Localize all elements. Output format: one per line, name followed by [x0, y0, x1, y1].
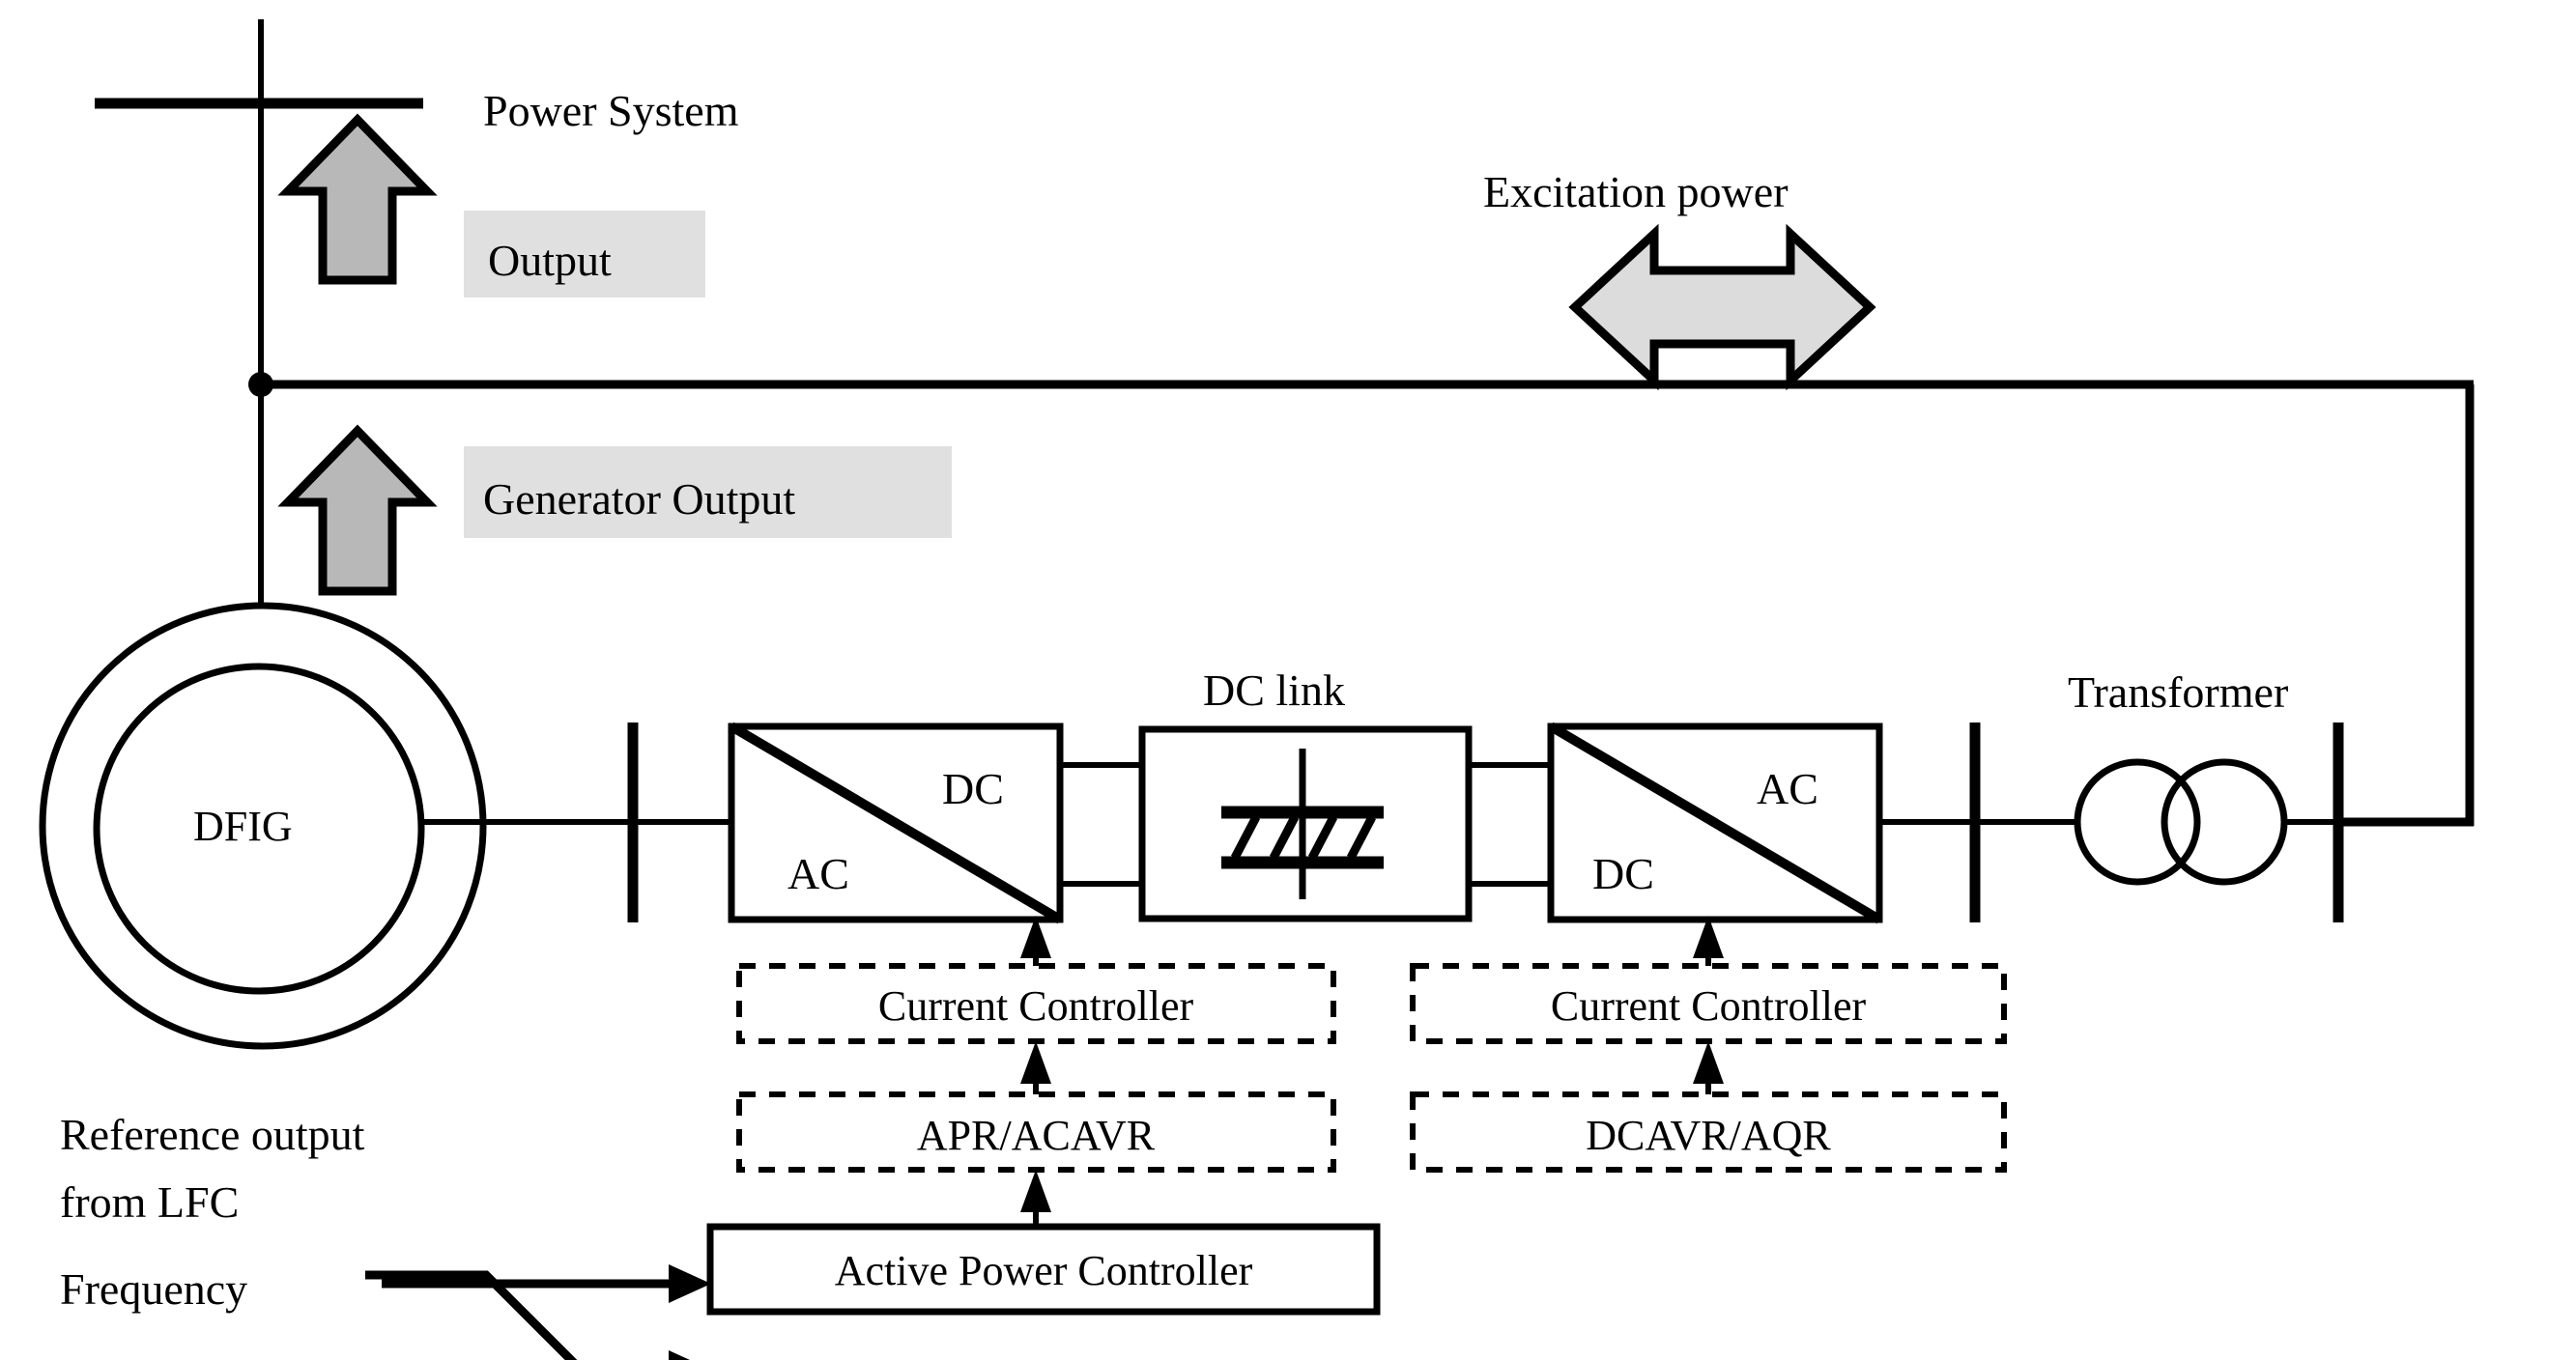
grid-side-converter-output-label: AC: [1757, 764, 1818, 813]
generator-output-label: Generator Output: [483, 474, 795, 524]
frequency-signal-group: [382, 1264, 711, 1303]
dfig-machine-group: [39, 602, 487, 1050]
rotor-side-converter-diagonal: [729, 722, 1063, 924]
rotor-control-arrow-head: [1020, 916, 1051, 958]
dfig-inner-circle: [93, 663, 425, 995]
frequency-signal-arrow-head: [669, 1264, 711, 1303]
grid-side-converter-diagonal: [1548, 722, 1882, 924]
rotor-side-converter-input-label: AC: [787, 849, 849, 898]
apr-to-cc-arrow-head: [1020, 1041, 1051, 1084]
rotor-side-converter-group: [633, 722, 1064, 924]
reference-output-label-line1: Reference output: [60, 1110, 365, 1159]
grid-control-arrow-head: [1693, 916, 1724, 958]
current-controller-grid-side-label: Current Controller: [1551, 982, 1867, 1030]
generator-output-label-background: [464, 446, 952, 538]
transformer-label: Transformer: [2068, 667, 2288, 717]
reference-output-signal-arrow-head: [669, 1350, 690, 1360]
dcavr-to-cc-arrow-group: [1693, 1041, 1724, 1094]
active-power-controller-box[interactable]: [706, 1223, 1381, 1316]
power-system-label: Power System: [483, 86, 739, 135]
excitation-power-double-arrow: [1568, 223, 1876, 391]
dc-link-capacitor-hatch-3: [1308, 814, 1337, 861]
dcavr-aqr-box[interactable]: [1410, 1091, 2007, 1173]
active-power-controller-label: Active Power Controller: [835, 1247, 1253, 1294]
dc-link-capacitor-hatch-1: [1231, 814, 1260, 861]
apc-to-apr-arrow-group: [1020, 1170, 1051, 1227]
output-label: Output: [488, 236, 612, 285]
generator-output-flow-arrow-shape: [277, 424, 438, 596]
current-controller-rotor-side-box[interactable]: [736, 963, 1336, 1044]
dc-link-left-leads-group: [1058, 762, 1143, 887]
dc-link-label: DC link: [1203, 666, 1345, 715]
excitation-power-label: Excitation power: [1483, 167, 1789, 216]
dcavr-to-cc-arrow-head: [1693, 1041, 1724, 1084]
dcavr-aqr-label: DCAVR/AQR: [1586, 1112, 1831, 1159]
rotor-side-converter-output-label: DC: [942, 764, 1004, 813]
current-controller-rotor-side-label: Current Controller: [878, 982, 1194, 1030]
dc-link-group: [1138, 725, 1473, 922]
dfig-outer-circle: [39, 602, 487, 1050]
frequency-label: Frequency: [60, 1264, 247, 1314]
power-system-bus-group: [95, 19, 423, 386]
grid-side-converter-group: [1547, 722, 1979, 924]
transformer-group: [2074, 758, 2288, 886]
apr-to-cc-arrow-group: [1020, 1041, 1051, 1094]
rotor-control-arrow-group: [1020, 916, 1051, 966]
output-label-background: [464, 211, 705, 298]
reference-output-label-line2: from LFC: [60, 1177, 239, 1227]
grid-side-converter-input-label: DC: [1592, 849, 1654, 898]
dc-link-capacitor-hatch-2: [1270, 814, 1299, 861]
grid-control-arrow-group: [1693, 916, 1724, 966]
output-flow-arrow-shape: [277, 113, 438, 285]
reference-output-signal-group: [365, 1270, 690, 1360]
apr-acavr-label: APR/ACAVR: [917, 1112, 1156, 1159]
transformer-secondary-winding-circle: [2161, 758, 2288, 886]
transformer-primary-winding-circle: [2074, 758, 2201, 886]
reference-output-signal-polyline: [365, 1270, 578, 1360]
apr-acavr-box[interactable]: [736, 1091, 1336, 1173]
dc-link-capacitor-hatch-4: [1347, 814, 1376, 861]
dc-link-right-leads-group: [1467, 762, 1554, 887]
apc-to-apr-arrow-head: [1020, 1170, 1051, 1212]
dfig-label: DFIG: [193, 803, 293, 850]
